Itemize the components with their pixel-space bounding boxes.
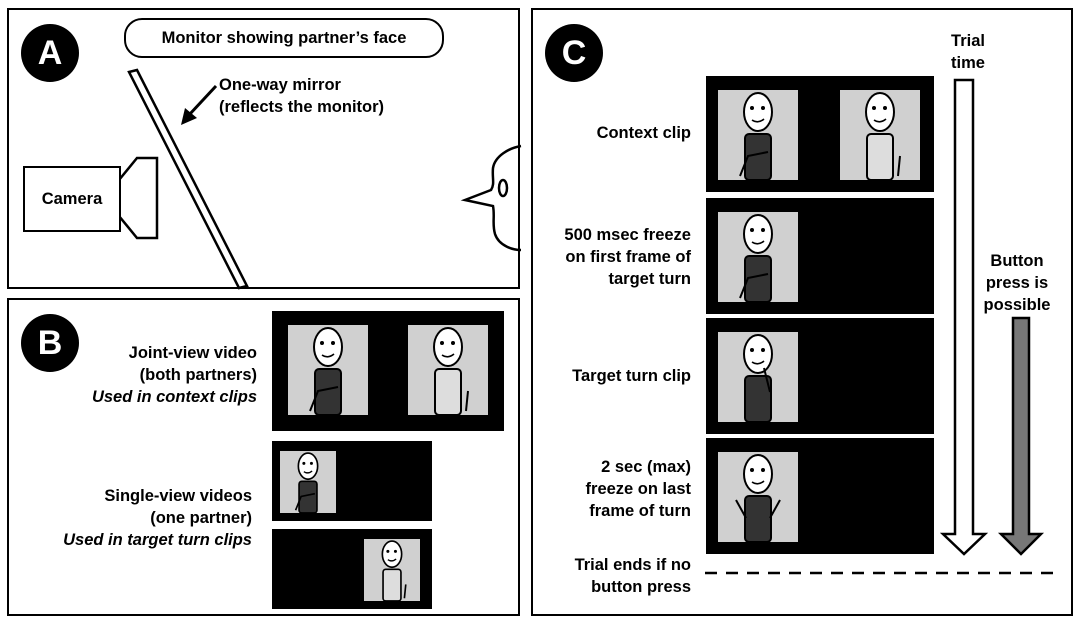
target-turn-frame <box>718 332 798 423</box>
partner-dark-figure-hand-to-face <box>743 334 773 423</box>
one-way-mirror <box>117 68 522 290</box>
partner-light-figure <box>433 327 469 416</box>
freeze-last-frame <box>718 452 798 543</box>
trial-time-line-2: time <box>951 54 985 72</box>
single-view-screen-2 <box>272 529 432 609</box>
trial-end-line-1: Trial ends if no <box>574 556 691 574</box>
single-view-line-2: (one partner) <box>150 509 252 527</box>
single-view-screen-1 <box>272 441 432 521</box>
partner-dark-figure <box>739 92 773 181</box>
step-context-line-1: Context clip <box>596 124 691 142</box>
freeze-first-screen <box>706 198 934 314</box>
trial-end-label: Trial ends if no button press <box>533 554 691 598</box>
step-freeze-first-line-2: on first frame of <box>565 248 691 266</box>
mirror-label-line-1: One-way mirror <box>219 76 341 94</box>
panel-c-badge: C <box>545 24 603 82</box>
step-freeze-last-line-1: 2 sec (max) <box>601 458 691 476</box>
joint-view-screen <box>272 311 504 431</box>
single-1-frame <box>280 451 336 514</box>
joint-view-label: Joint-view video (both partners) Used in… <box>39 342 257 408</box>
freeze-first-frame <box>718 212 798 303</box>
joint-view-line-2: (both partners) <box>139 366 257 384</box>
step-freeze-last-label: 2 sec (max) freeze on last frame of turn <box>533 456 691 522</box>
mirror-label-line-2: (reflects the monitor) <box>219 98 385 116</box>
camera-box: Camera <box>23 166 121 232</box>
button-press-arrow-icon <box>997 316 1045 556</box>
partner-light-figure-small <box>381 540 407 602</box>
timeline-arrows <box>705 78 1057 575</box>
button-press-line-3: possible <box>983 296 1051 314</box>
freeze-last-screen <box>706 438 934 554</box>
joint-view-line-3: Used in context clips <box>91 388 257 406</box>
panel-b: B Joint-view video (both partners) Used … <box>7 298 520 616</box>
panel-a: A Monitor showing partner’s face One-way… <box>7 8 522 290</box>
step-target-line-1: Target turn clip <box>572 367 691 385</box>
panel-a-badge: A <box>21 24 79 82</box>
partner-dark-figure-arms-out <box>735 454 781 543</box>
context-left-frame <box>718 90 798 181</box>
panel-c: C Context clip 500 msec freeze on first … <box>531 8 1073 616</box>
single-2-frame <box>364 539 420 602</box>
single-view-line-3: Used in target turn clips <box>63 531 252 549</box>
context-clip-screen <box>706 76 934 192</box>
partner-dark-figure-small <box>294 452 319 514</box>
joint-view-line-1: Joint-view video <box>128 344 257 362</box>
mirror-label: One-way mirror (reflects the monitor) <box>219 74 384 118</box>
step-freeze-last-line-2: freeze on last <box>585 480 691 498</box>
context-right-frame <box>840 90 920 181</box>
step-freeze-first-line-3: target turn <box>608 270 692 288</box>
button-press-line-1: Button <box>990 252 1044 270</box>
monitor-label: Monitor showing partner’s face <box>124 18 444 58</box>
trial-time-arrow-icon <box>939 78 989 556</box>
trial-time-label: Trial time <box>933 30 1003 74</box>
partner-dark-figure <box>739 214 773 303</box>
step-context-label: Context clip <box>533 122 691 144</box>
step-freeze-first-line-1: 500 msec freeze <box>564 226 691 244</box>
trial-end-line-2: button press <box>591 578 691 596</box>
single-view-line-1: Single-view videos <box>104 487 252 505</box>
target-turn-screen <box>706 318 934 434</box>
button-press-line-2: press is <box>985 274 1049 292</box>
step-freeze-last-line-3: frame of turn <box>589 502 691 520</box>
trial-time-line-1: Trial <box>951 32 985 50</box>
panel-b-badge: B <box>21 314 79 372</box>
partner-light-figure <box>865 92 901 181</box>
partner-dark-figure <box>309 327 343 416</box>
joint-left-frame <box>288 325 368 416</box>
button-press-label: Button press is possible <box>977 250 1057 316</box>
single-view-label: Single-view videos (one partner) Used in… <box>29 485 252 551</box>
step-target-label: Target turn clip <box>533 365 691 387</box>
joint-right-frame <box>408 325 488 416</box>
step-freeze-first-label: 500 msec freeze on first frame of target… <box>533 224 691 290</box>
